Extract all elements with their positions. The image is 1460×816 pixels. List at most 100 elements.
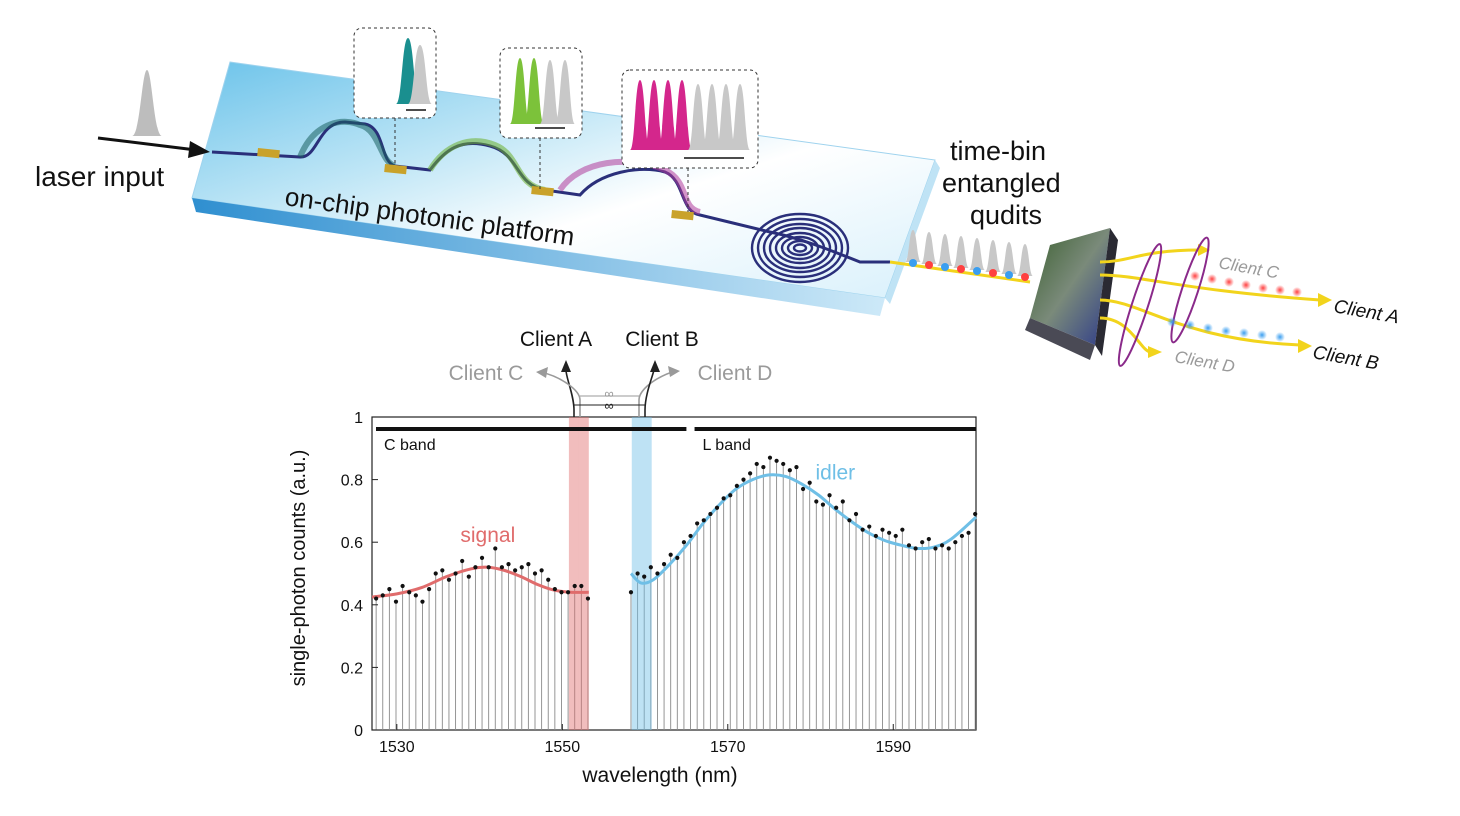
y-axis-label: single-photon counts (a.u.) — [288, 450, 310, 687]
idler-point — [754, 461, 759, 467]
inf-symbol-1: ∞ — [604, 386, 613, 401]
idler-point — [959, 533, 965, 539]
channel-band — [568, 417, 579, 730]
idler-point — [761, 464, 766, 470]
idler-point — [648, 565, 653, 570]
idler-point — [668, 552, 673, 557]
inset-box-3 — [621, 69, 759, 212]
signal-point — [400, 583, 405, 589]
signal-point — [565, 590, 571, 595]
idler-point — [721, 496, 726, 501]
signal-point — [559, 590, 564, 595]
signal-point — [539, 568, 544, 573]
coupler-4 — [671, 210, 694, 221]
laser-input-label: laser input — [35, 161, 164, 192]
idler-point — [893, 533, 898, 539]
idler-point — [675, 555, 680, 560]
signal-point — [420, 599, 425, 604]
idler-point — [681, 540, 687, 545]
bars-layer — [375, 457, 976, 730]
idler-point — [920, 540, 925, 545]
band-bars-layer: C band L band — [376, 427, 976, 454]
idler-point — [966, 530, 971, 535]
plot-frame — [371, 416, 977, 731]
idler-point — [913, 546, 918, 551]
signal-point — [453, 571, 458, 576]
signal-point — [532, 571, 538, 576]
idler-point — [860, 527, 865, 532]
idler-point — [834, 505, 839, 510]
signal-point — [546, 577, 551, 582]
idler-point — [926, 536, 931, 542]
idler-point — [800, 486, 806, 492]
idler-point — [973, 511, 978, 517]
signal-point — [380, 593, 385, 598]
signal-point — [446, 577, 452, 582]
signal-point — [526, 562, 531, 567]
signal-point — [433, 571, 438, 576]
points-layer — [374, 455, 978, 604]
demultiplexer — [1025, 228, 1118, 360]
idler-point — [933, 546, 938, 551]
idler-point — [847, 518, 852, 523]
chart-client-b: Client B — [625, 328, 699, 351]
band-label: C band — [384, 437, 436, 454]
signal-point — [393, 599, 399, 604]
y-tick-label: 0.6 — [341, 535, 363, 552]
signal-point — [387, 587, 392, 592]
output-fibers — [1099, 248, 1321, 354]
idler-point — [807, 480, 812, 485]
signal-point — [426, 587, 432, 592]
inf-symbol-2: ∞ — [604, 398, 613, 413]
top-client-d: Client D — [1173, 347, 1236, 376]
x-axis-label: wavelength (nm) — [581, 764, 737, 787]
signal-point — [585, 596, 591, 601]
y-tick-label: 0.4 — [341, 598, 363, 615]
y-tick-label: 1 — [354, 410, 363, 427]
chart-client-c: Client C — [449, 362, 524, 385]
band-label: L band — [703, 437, 751, 454]
x-tick-label: 1570 — [710, 739, 746, 756]
idler-point — [642, 574, 647, 579]
qudits-label-line3: qudits — [970, 200, 1042, 230]
top-client-b: Client B — [1311, 342, 1380, 374]
idler-point — [728, 493, 733, 498]
idler-point — [827, 493, 832, 498]
idler-point — [741, 477, 746, 482]
top-client-a: Client A — [1332, 296, 1400, 328]
signal-point — [486, 565, 491, 570]
signal-point — [579, 583, 584, 589]
idler-point — [748, 471, 753, 476]
inset-box-1 — [353, 27, 437, 166]
idler-point — [946, 546, 951, 551]
idler-point — [701, 518, 706, 523]
idler-point — [853, 511, 859, 517]
signal-point — [572, 583, 577, 589]
signal-point — [493, 546, 498, 551]
routing-arrows — [539, 369, 673, 417]
idler-point — [655, 571, 660, 576]
qudits-label-line2: entangled — [942, 168, 1061, 198]
idler-point — [688, 533, 693, 539]
idler-point — [787, 468, 792, 473]
chart-client-d: Client D — [698, 362, 773, 385]
signal-point — [407, 590, 412, 595]
idler-point — [953, 540, 958, 545]
signal-point — [519, 565, 524, 570]
signal-point — [466, 574, 471, 579]
coupler-2 — [384, 164, 407, 175]
interferometer-1 — [297, 118, 397, 169]
inset-box-2 — [499, 47, 583, 190]
idler-point — [661, 562, 667, 567]
spiral-delay — [750, 212, 850, 284]
output-pulses — [889, 230, 1033, 284]
client-a-pulses — [1190, 271, 1302, 297]
idler-point — [900, 527, 905, 532]
y-tick-label: 0.8 — [341, 473, 363, 490]
signal-fit-curve — [371, 565, 589, 599]
y-tick-label: 0 — [354, 723, 363, 740]
chip-illustration: laser input on-chip photonic platform — [35, 27, 1401, 376]
